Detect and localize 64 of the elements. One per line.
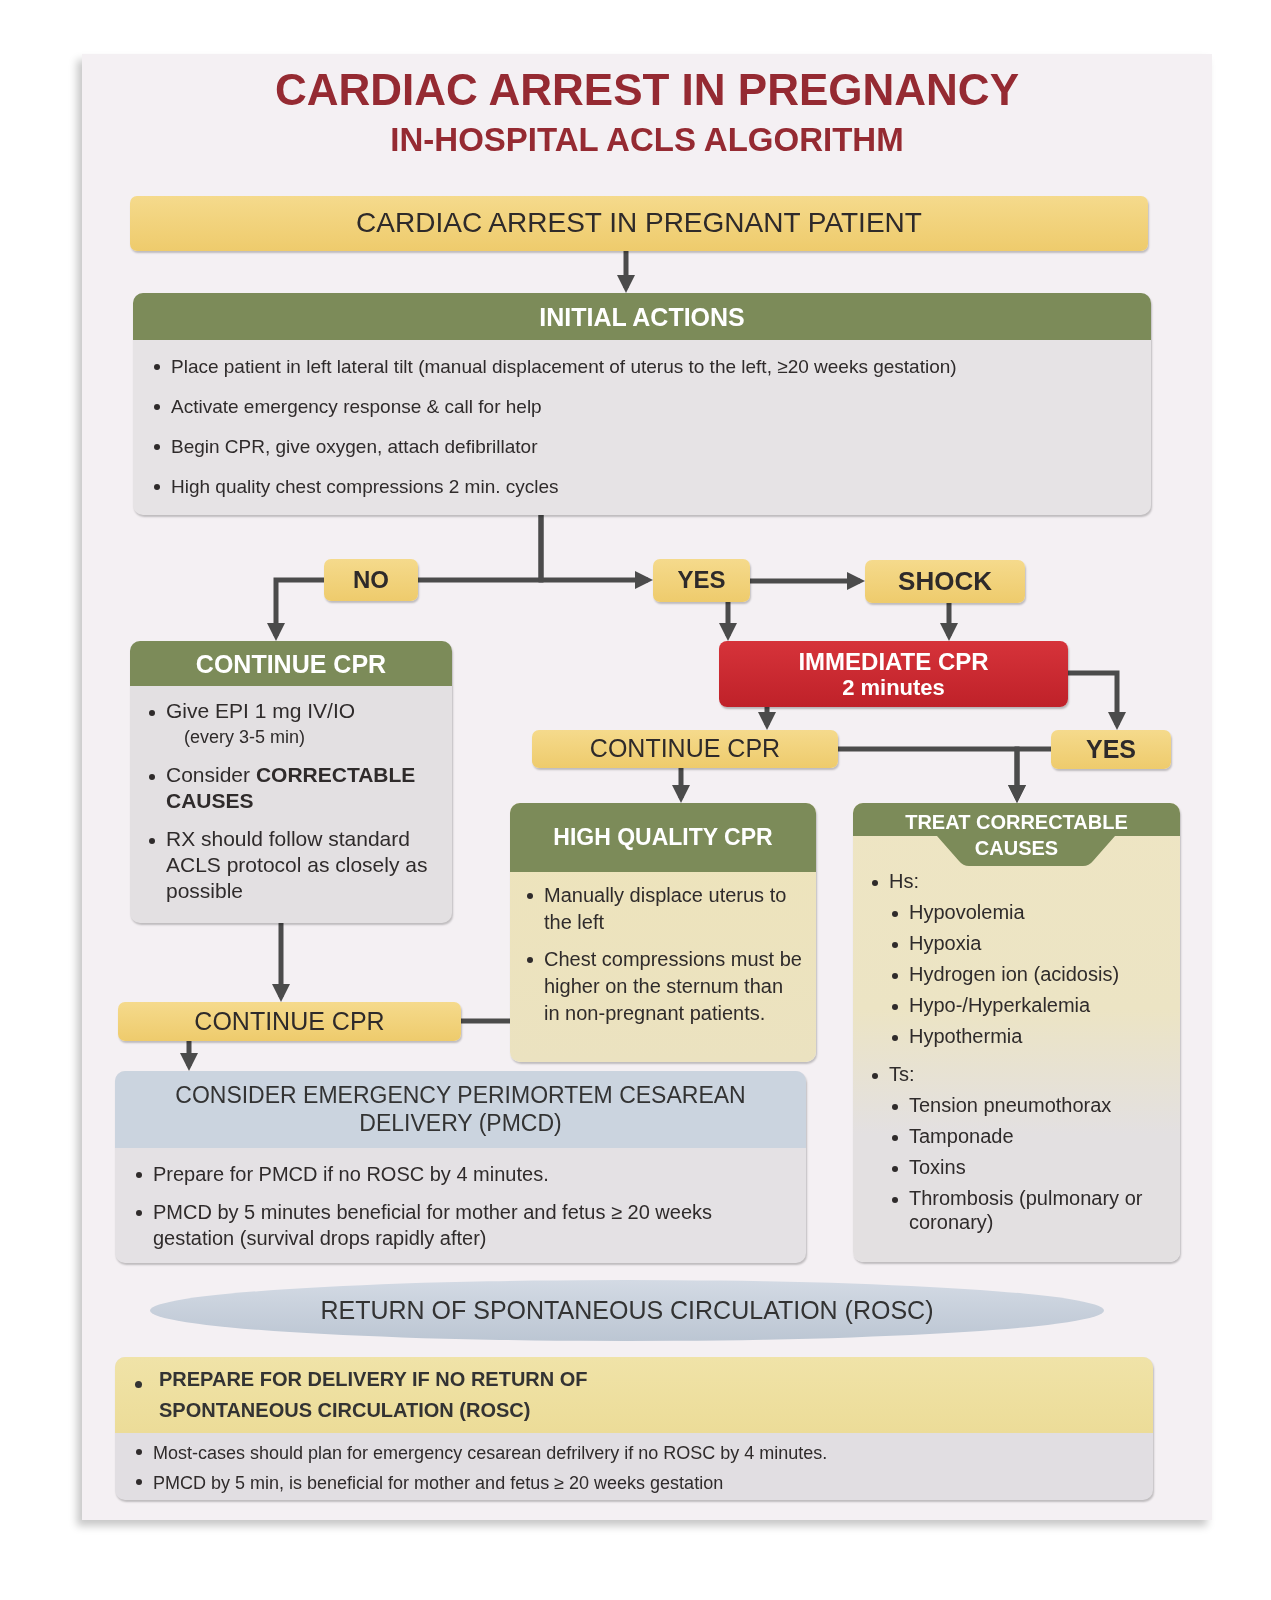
connector-line (461, 1018, 510, 1024)
bullet-text: Activate emergency response & call for help (149, 394, 1135, 419)
arrow (617, 251, 635, 293)
box-header: INITIAL ACTIONS (133, 293, 1151, 340)
bullet-text: Manually displace uterus to the left (522, 882, 804, 936)
answer-tag: YES (1051, 730, 1171, 769)
node-text: RETURN OF SPONTANEOUS CIRCULATION (ROSC) (320, 1296, 934, 1325)
process-box (510, 803, 816, 1062)
process-box (130, 641, 452, 923)
bullet-text: High quality chest compressions 2 min. cycles (149, 474, 1135, 499)
bullet-text: RX should follow standard ACLS protocol as closely as possible (144, 826, 438, 904)
bullet-text: Hypothermia (887, 1024, 1166, 1048)
process-box (115, 1071, 806, 1263)
answer-tag: NO (324, 559, 418, 601)
arrow (180, 1041, 198, 1071)
answer-tag: YES (653, 559, 750, 602)
bullet-text: Hydrogen ion (acidosis) (887, 962, 1166, 986)
box-title: IMMEDIATE CPR (798, 647, 989, 676)
box-header: CONSIDER EMERGENCY PERIMORTEM CESAREAN DELIVERY (PMCD) (115, 1071, 806, 1148)
arrow (758, 707, 776, 730)
box-subtitle: 2 minutes (842, 675, 945, 701)
arrow (940, 603, 958, 641)
subtitle: IN-HOSPITAL ACLS ALGORITHM (389, 121, 905, 159)
bullet-text: Give EPI 1 mg IV/IO (144, 698, 438, 724)
box-header: HIGH QUALITY CPR (510, 803, 816, 872)
bullet-text: PMCD by 5 minutes beneficial for mother and fetus ≥ 20 weeks gestation (survival drops rapidly after) (131, 1199, 790, 1251)
start-box: CARDIAC ARREST IN PREGNANT PATIENT (130, 196, 1148, 251)
bullet-text: Tension pneumothorax (887, 1093, 1166, 1117)
title: CARDIAC ARREST IN PREGNANCY (274, 66, 1020, 114)
bullet-text: Tamponade (887, 1124, 1166, 1148)
arrow (267, 577, 324, 641)
arrow (719, 602, 737, 641)
box-header: TREAT CORRECTABLE CAUSES (853, 803, 1180, 867)
bullet-text: Most-cases should plan for emergency cesarean defrilvery if no ROSC by 4 minutes. (131, 1439, 1137, 1467)
note-text: (every 3-5 min) (183, 726, 307, 749)
answer-tag: SHOCK (865, 560, 1025, 603)
bullet-text: Ts: (867, 1062, 1166, 1086)
arrow (750, 572, 865, 590)
step-tag: CONTINUE CPR (532, 730, 838, 768)
bullet-text: Consider CORRECTABLE CAUSES (144, 762, 438, 814)
box-header: PREPARE FOR DELIVERY IF NO RETURN OF SPONTANEOUS CIRCULATION (ROSC) (115, 1357, 1153, 1433)
process-box (133, 293, 1151, 515)
bullet-text: Hs: (867, 869, 1166, 893)
step-tag: CONTINUE CPR (118, 1002, 461, 1041)
bullet-text: Place patient in left lateral tilt (manual displacement of uterus to the left, ≥20 weeks gestation) (149, 354, 1135, 379)
arrow (1068, 670, 1126, 730)
bullet-text: Chest compressions must be higher on the sternum than in non-pregnant patients. (522, 946, 804, 1027)
bullet-text: Hypo-/Hyperkalemia (887, 993, 1166, 1017)
bullet-text: Begin CPR, give oxygen, attach defibrillator (149, 434, 1135, 459)
arrow (538, 515, 653, 589)
arrow (1008, 746, 1051, 803)
process-box (853, 803, 1180, 1262)
bullet-text: Prepare for PMCD if no ROSC by 4 minutes. (131, 1161, 790, 1187)
arrow (272, 923, 290, 1002)
alert-box (719, 641, 1068, 707)
oval-node (150, 1280, 1104, 1341)
bullet-text: Hypovolemia (887, 900, 1166, 924)
process-box (115, 1357, 1153, 1500)
bullet-text: Thrombosis (pulmonary or coronary) (887, 1186, 1166, 1234)
bullet-text: PMCD by 5 min, is beneficial for mother and fetus ≥ 20 weeks gestation (131, 1469, 1137, 1497)
arrow (672, 768, 690, 803)
bullet-text: Toxins (887, 1155, 1166, 1179)
bullet-text: Hypoxia (887, 931, 1166, 955)
box-header: CONTINUE CPR (130, 641, 452, 686)
